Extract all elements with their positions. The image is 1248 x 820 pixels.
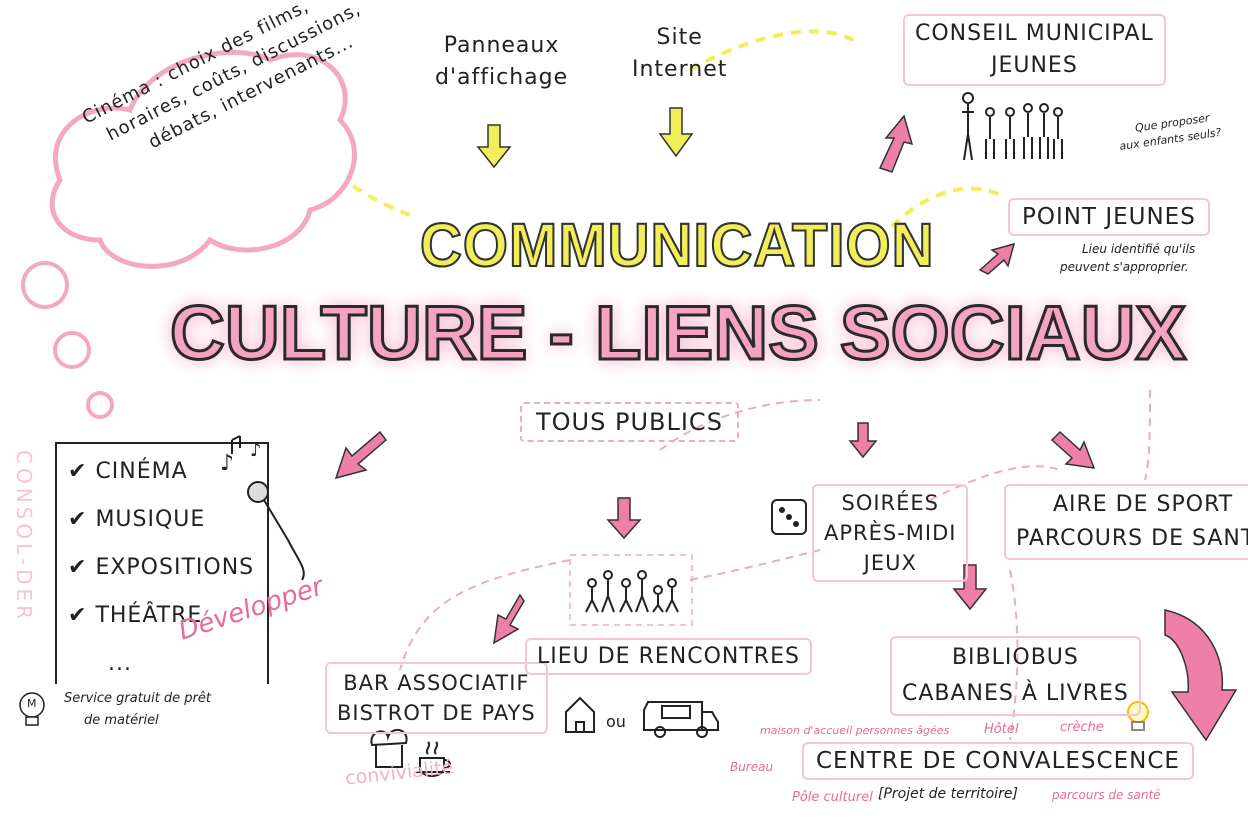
music-note-icon: ♪	[220, 451, 234, 476]
service-note-line: Service gratuit de prêt	[64, 691, 211, 706]
site-line: Internet	[632, 57, 728, 82]
arrow-up-right-icon	[878, 114, 914, 173]
arrow-down-icon	[606, 497, 642, 540]
point-jeunes-title: POINT JEUNES	[1008, 198, 1210, 236]
check-icon: ✔	[68, 507, 88, 532]
dashed-connector	[316, 153, 411, 217]
communication-title: COMMUNICATION	[419, 210, 935, 280]
crowd-frame	[569, 554, 693, 626]
site-label: Site Internet	[632, 22, 727, 86]
arrow-down-icon	[848, 422, 878, 459]
centre-title: CENTRE DE CONVALESCENCE	[802, 742, 1194, 780]
dashed-connector	[689, 549, 821, 581]
conseil-line: CONSEIL MUNICIPAL	[915, 21, 1154, 46]
bar-title: BAR ASSOCIATIF BISTROT DE PAYS	[325, 662, 548, 734]
house-icon	[565, 696, 595, 733]
sport-line: AIRE DE SPORT	[1052, 492, 1234, 517]
music-note-icon: ♪	[250, 440, 262, 461]
activity-label: ...	[108, 651, 132, 676]
dashed-connector	[659, 399, 821, 451]
arrow-down-right-icon	[1050, 430, 1096, 469]
centre-note-projet-text: Projet de territoire	[883, 786, 1013, 802]
soirees-title: SOIRÉES APRÈS-MIDI JEUX	[812, 484, 969, 582]
point-jeunes-note-line: peuvent s'approprier.	[1060, 260, 1189, 274]
sport-title: AIRE DE SPORT PARCOURS DE SANTÉ	[1004, 484, 1248, 560]
soirees-line: APRÈS-MIDI	[824, 521, 957, 545]
soirees-line: SOIRÉES	[841, 491, 939, 515]
sport-line: PARCOURS DE SANTÉ	[1016, 526, 1248, 551]
point-jeunes-note-line: Lieu identifié qu'ils	[1082, 242, 1196, 256]
dice-icon	[771, 499, 807, 535]
conseil-title: CONSEIL MUNICIPAL JEUNES	[903, 14, 1166, 86]
dashed-connector	[689, 29, 862, 72]
service-note-line: de matériel	[84, 713, 159, 728]
bar-line: BISTROT DE PAYS	[337, 701, 536, 725]
activity-item: ✔ CINÉMA	[68, 448, 254, 496]
centre-note-projet: [Projet de territoire]	[878, 786, 1018, 802]
lieu-or-label: ou	[606, 712, 626, 731]
activity-item: ✔ MUSIQUE	[68, 496, 254, 544]
centre-note-bureau: Bureau	[730, 760, 774, 774]
cloud-bubble	[86, 391, 114, 419]
soirees-line: JEUX	[863, 551, 917, 575]
bibliobus-line: CABANES À LIVRES	[902, 681, 1129, 706]
coffee-cup-icon	[416, 741, 451, 777]
dashed-connector	[878, 186, 1001, 242]
panneaux-line: Panneaux	[443, 33, 560, 58]
site-line: Site	[656, 25, 703, 50]
check-icon: ✔	[68, 555, 88, 580]
lieu-title: LIEU DE RENCONTRES	[525, 638, 812, 675]
activities-panel	[55, 442, 269, 684]
arrow-down-icon	[952, 564, 988, 611]
activities-list: ✔ CINÉMA ✔ MUSIQUE ✔ EXPOSITIONS ✔ THÉÂT…	[68, 448, 254, 688]
point-jeunes-note: Lieu identifié qu'ils peuvent s'appropri…	[1060, 240, 1195, 276]
conseil-line: JEUNES	[990, 53, 1078, 78]
centre-note-creche: crèche	[1060, 720, 1104, 735]
activity-item: ✔ THÉÂTRE	[68, 592, 254, 640]
bibliobus-title: BIBLIOBUS CABANES À LIVRES	[890, 636, 1141, 716]
cloud-bubble	[21, 261, 69, 309]
centre-note-parcours: parcours de santé	[1052, 788, 1161, 802]
arrow-down-left-icon	[334, 430, 388, 480]
activity-label: EXPOSITIONS	[95, 555, 255, 580]
panneaux-label: Panneaux d'affichage	[435, 30, 568, 94]
people-group-icon	[962, 92, 1063, 161]
check-icon: ✔	[68, 459, 88, 484]
bar-line: BAR ASSOCIATIF	[343, 671, 530, 695]
arrow-up-right-icon	[978, 242, 1016, 275]
activity-label: THÉÂTRE	[95, 603, 203, 628]
arrow-down-icon	[476, 124, 512, 169]
bulb-letter: M	[27, 697, 37, 710]
bibliobus-line: BIBLIOBUS	[951, 645, 1079, 670]
arrow-down-left-icon	[493, 593, 525, 645]
dashed-connector	[929, 465, 1061, 501]
service-note: Service gratuit de prêt de matériel	[64, 688, 211, 732]
big-curved-arrow-icon	[1164, 609, 1238, 742]
consolider-side-label: CONSOL-DER	[12, 450, 36, 624]
crowd-icon	[585, 570, 679, 613]
dashed-connector	[399, 559, 571, 671]
lightbulb-icon	[19, 692, 45, 726]
activity-item: ✔ EXPOSITIONS	[68, 544, 254, 592]
centre-note-hotel: Hôtel	[984, 722, 1019, 737]
activity-label: CINÉMA	[95, 459, 188, 484]
centre-note-maison: maison d'accueil personnes âgées	[760, 724, 950, 737]
activity-item: ...	[68, 640, 254, 688]
centre-note-pole: Pôle culturel	[792, 790, 873, 805]
dashed-connector	[1144, 389, 1151, 481]
panneaux-line: d'affichage	[435, 65, 569, 90]
beer-glass-icon	[370, 728, 408, 768]
food-truck-icon	[643, 701, 719, 738]
check-icon: ✔	[68, 603, 88, 628]
thought-cloud	[49, 49, 357, 269]
cloud-bubble	[53, 331, 91, 369]
arrow-down-icon	[658, 107, 694, 158]
activity-label: MUSIQUE	[95, 507, 206, 532]
dashed-connector	[1009, 569, 1019, 741]
audience-label: TOUS PUBLICS	[520, 402, 739, 442]
main-title: CULTURE - LIENS SOCIAUX	[169, 290, 1188, 378]
